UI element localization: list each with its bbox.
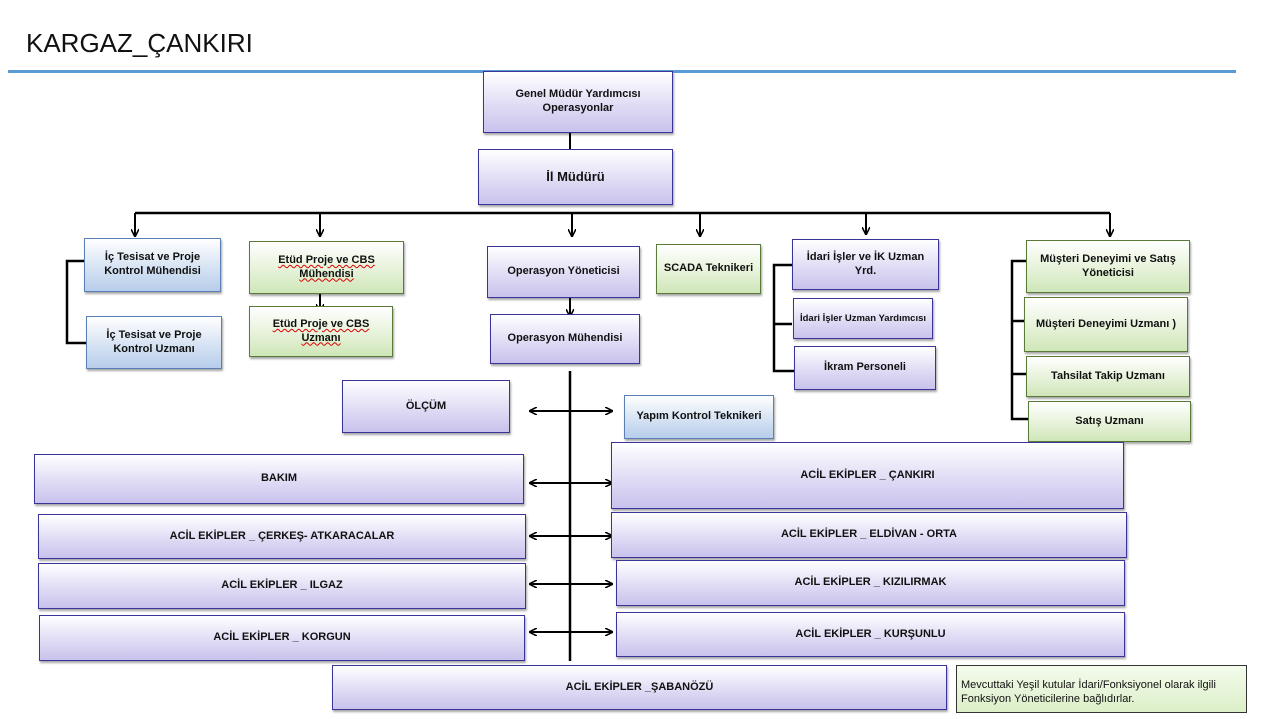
etud-uzmani-box: Etüd Proje ve CBS Uzmanı [249,306,393,357]
etud-muhendisi-label: Etüd Proje ve CBS Mühendisi [278,253,375,280]
operasyon-yoneticisi-box: Operasyon Yöneticisi [487,246,640,298]
genel-mudur-box: Genel Müdür Yardımcısı Operasyonlar [483,71,673,133]
bakim-box: BAKIM [34,454,524,504]
idari-isler-ik-box: İdari İşler ve İK Uzman Yrd. [792,239,939,290]
acil-korgun-box: ACİL EKİPLER _ KORGUN [39,615,525,661]
satis-uzmani-box: Satış Uzmanı [1028,401,1191,442]
page-title: KARGAZ_ÇANKIRI [26,28,253,58]
etud-muhendisi-box: Etüd Proje ve CBS Mühendisi [249,241,404,294]
ic-tesisat-muhendisi-box: İç Tesisat ve Proje Kontrol Mühendisi [84,238,221,292]
idari-isler-uzman-box: İdari İşler Uzman Yardımcısı [793,298,933,339]
acil-eldivan-box: ACİL EKİPLER _ ELDİVAN - ORTA [611,512,1127,558]
acil-kizilirmak-box: ACİL EKİPLER _ KIZILIRMAK [616,560,1125,606]
ic-tesisat-uzmani-box: İç Tesisat ve Proje Kontrol Uzmanı [86,316,222,369]
musteri-deneyimi-yoneticisi-box: Müşteri Deneyimi ve Satış Yöneticisi [1026,240,1190,293]
operasyon-muhendisi-box: Operasyon Mühendisi [490,314,640,364]
acil-kursunlu-box: ACİL EKİPLER _ KURŞUNLU [616,612,1125,657]
musteri-deneyimi-uzmani-box: Müşteri Deneyimi Uzmanı ) [1024,297,1188,352]
acil-cankiri-box: ACİL EKİPLER _ ÇANKIRI [611,442,1124,509]
il-mudur-box: İl Müdürü [478,149,673,205]
acil-sabanozu-box: ACİL EKİPLER _ŞABANÖZÜ [332,665,947,710]
tahsilat-takip-box: Tahsilat Takip Uzmanı [1026,356,1190,397]
olcum-box: ÖLÇÜM [342,380,510,433]
scada-teknikeri-box: SCADA Teknikeri [656,244,761,294]
etud-uzmani-label: Etüd Proje ve CBS Uzmanı [272,317,370,344]
ikram-personeli-box: İkram Personeli [794,346,936,390]
acil-ilgaz-box: ACİL EKİPLER _ ILGAZ [38,563,526,609]
acil-cerkes-box: ACİL EKİPLER _ ÇERKEŞ- ATKARACALAR [38,514,526,559]
yapim-kontrol-box: Yapım Kontrol Teknikeri [624,395,774,439]
legend-note: Mevcuttaki Yeşil kutular İdari/Fonksiyon… [956,665,1247,713]
